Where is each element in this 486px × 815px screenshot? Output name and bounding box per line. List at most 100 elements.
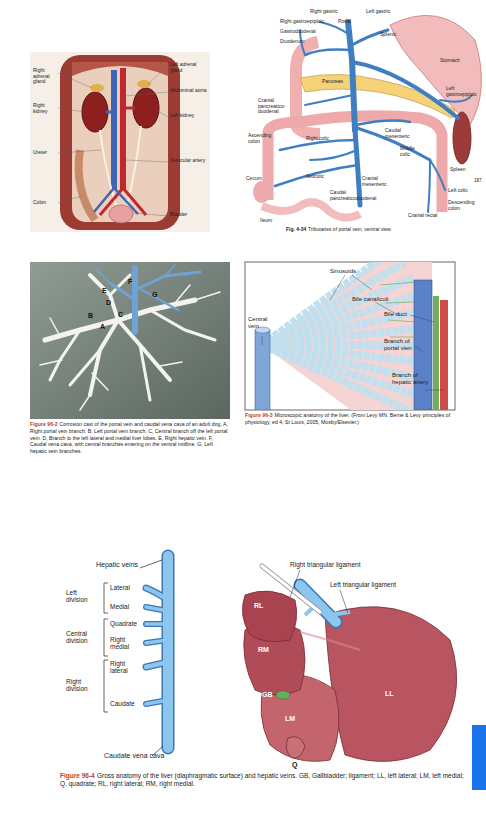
- callout-letter: F: [128, 278, 132, 286]
- part-label: Branch of hepatic artery: [392, 372, 432, 385]
- corrosion-cast-photo: [50, 330, 80, 380]
- callout-letter: D: [106, 299, 111, 307]
- abdominal-vessels-illustration: [58, 108, 84, 112]
- portal-tributaries-illustration: [453, 112, 471, 164]
- part-label: Ileocolic: [306, 174, 324, 180]
- corrosion-cast-photo: [135, 286, 178, 310]
- liver-gross-anatomy: [290, 570, 300, 597]
- part-label: Spleen: [450, 167, 466, 173]
- portal-tributaries-illustration: [305, 95, 353, 105]
- hepatic-vein-scheme: [104, 583, 108, 613]
- abdominal-vessels-illustration: [133, 213, 168, 216]
- liver-lobule-illustration: [330, 275, 345, 300]
- abdominal-vessels-illustration: [106, 111, 114, 114]
- corrosion-cast-photo: [70, 350, 100, 385]
- lobe-label: GB: [262, 691, 273, 699]
- part-label: Cranial rectal: [408, 213, 437, 219]
- hepatic-vein-scheme: [146, 662, 168, 667]
- portal-tributaries-illustration: [430, 160, 445, 190]
- part-label: Right gastroepiploic: [280, 19, 324, 25]
- part-label: Pancreas: [322, 79, 343, 85]
- figure-caption: Figure 96-4Gross anatomy of the liver (d…: [60, 772, 468, 789]
- callout-letter: G: [152, 291, 157, 299]
- portal-tributaries-illustration: [428, 160, 430, 212]
- figure-number: Figure 96-4: [60, 772, 95, 779]
- abdominal-vessels-illustration: [82, 92, 108, 132]
- part-label: Right division: [66, 678, 98, 693]
- hepatic-vein-scheme: [146, 556, 168, 748]
- part-label: Cranial pancreatico-duodenal: [258, 98, 298, 115]
- lobe-label: LM: [285, 715, 295, 723]
- corrosion-cast-photo: [30, 262, 230, 419]
- part-label: Bile duct: [384, 311, 407, 318]
- figure-number: Figure 96-2: [30, 421, 58, 427]
- portal-tributaries-illustration: [275, 22, 472, 212]
- part-label: Caudate: [110, 700, 135, 707]
- portal-tributaries-illustration: [357, 128, 430, 160]
- liver-lobule-illustration: [262, 262, 432, 410]
- abdominal-vessels-illustration: [156, 110, 168, 117]
- callout-letter: B: [88, 312, 93, 320]
- caption-text: Microscopic anatomy of the liver. (From …: [245, 412, 450, 425]
- portal-tributaries-illustration: [275, 165, 358, 186]
- part-label: Right gastric: [310, 9, 338, 15]
- part-label: Ureter: [33, 150, 59, 156]
- abdominal-vessels-illustration: [137, 80, 151, 88]
- corrosion-cast-photo: [110, 283, 135, 300]
- figure-caption: Figure 96-2Corrosion cast of the portal …: [30, 421, 230, 455]
- abdominal-vessels-illustration: [123, 107, 135, 110]
- part-label: Portal: [338, 19, 351, 25]
- hepatic-vein-scheme: [140, 560, 162, 568]
- part-label: Sinusoids: [330, 268, 356, 275]
- part-label: Caudal pancreaticoduodenal: [330, 190, 380, 201]
- callout-letter: E: [102, 287, 107, 295]
- corrosion-cast-photo: [30, 262, 230, 419]
- part-label: Central vein: [248, 316, 274, 329]
- liver-gross-anatomy: [286, 737, 305, 759]
- part-label: Right medial: [110, 636, 140, 651]
- abdominal-vessels-illustration: [79, 150, 95, 220]
- part-label: Caudate vena cava: [104, 752, 164, 760]
- part-label: Right triangular ligament: [290, 561, 360, 568]
- figure-number: Figure 96-3: [245, 412, 273, 418]
- hepatic-vein-scheme: [146, 640, 168, 643]
- liver-lobule-illustration: [433, 296, 439, 410]
- abdominal-vessels-illustration: [58, 73, 92, 88]
- liver-gross-anatomy: [300, 632, 360, 650]
- hepatic-vein-scheme: [146, 622, 168, 626]
- liver-lobule-illustration: [425, 390, 443, 391]
- liver-lobule-illustration: [390, 337, 416, 338]
- figure-number: Fig. 4-34: [286, 226, 306, 232]
- caption-text: Gross anatomy of the liver (diaphragmati…: [60, 772, 464, 787]
- portal-tributaries-illustration: [262, 202, 360, 217]
- hepatic-vein-scheme: [104, 560, 163, 756]
- liver-lobule-illustration: [380, 282, 416, 285]
- part-label: Abdominal aorta: [170, 88, 208, 94]
- corrosion-cast-photo: [140, 345, 150, 400]
- hepatic-vein-scheme: [104, 660, 108, 712]
- lobe-label: LL: [385, 690, 394, 698]
- part-label: Right adrenal gland: [33, 68, 59, 85]
- part-label: Ascending colon: [248, 133, 274, 144]
- part-label: Ileum: [260, 218, 272, 224]
- caption-text: Tributaries of portal vein, ventral view…: [308, 226, 392, 232]
- liver-gross-anatomy: [242, 591, 296, 642]
- part-label: Left gastric: [366, 9, 390, 15]
- liver-lobule-illustration: [255, 262, 448, 410]
- abdominal-vessels-illustration: [111, 70, 117, 190]
- lobe-label: RL: [254, 602, 263, 610]
- portal-tributaries-illustration: [310, 150, 357, 160]
- page-tab: [472, 725, 486, 790]
- abdominal-vessels-illustration: [58, 196, 82, 203]
- hepatic-vein-scheme: [146, 700, 168, 704]
- liver-gross-anatomy: [262, 566, 320, 612]
- abdominal-vessels-illustration: [72, 62, 168, 222]
- corrosion-cast-photo: [150, 310, 215, 340]
- corrosion-cast-photo: [40, 275, 220, 410]
- portal-tributaries-illustration: [253, 181, 271, 203]
- part-label: Bladder: [170, 212, 208, 218]
- liver-gross-anatomy: [242, 566, 456, 761]
- hepatic-vein-scheme: [163, 556, 173, 748]
- hepatic-vein-scheme: [104, 619, 108, 656]
